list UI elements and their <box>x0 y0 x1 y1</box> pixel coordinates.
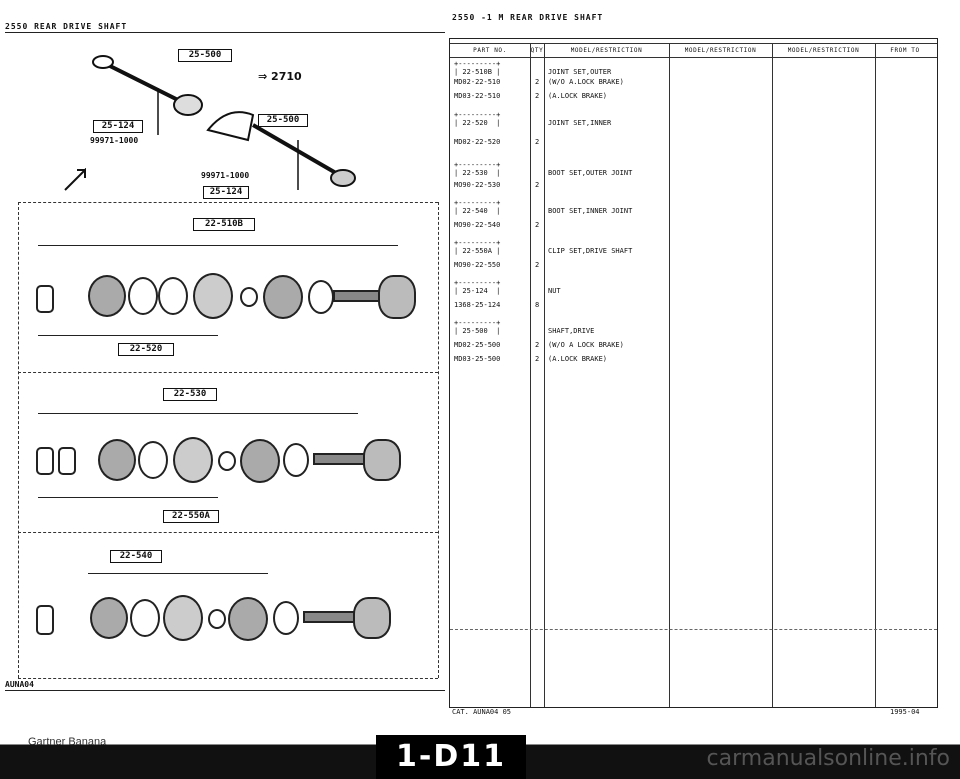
page-tab: 1-D11 <box>376 735 526 779</box>
col-model-1: MODEL/RESTRICTION <box>570 47 643 54</box>
catalog-code: CAT. AUNA04 05 <box>452 708 512 716</box>
section1-top-dash <box>18 202 438 203</box>
col-from-to: FROM TO <box>890 47 920 54</box>
footer-left-label: Gartner Banana <box>28 736 107 748</box>
diagram-left-dash <box>18 202 19 678</box>
callout-22-550a: 22-550A <box>163 510 219 523</box>
callout-right-500: 25-500 <box>258 114 308 127</box>
table-cell-qty: 2 <box>535 138 540 146</box>
table-cell-desc: (A.LOCK BRAKE) <box>548 92 608 100</box>
table-cell-qty: 2 <box>535 181 540 189</box>
left-page-header: 2550 REAR DRIVE SHAFT <box>5 22 128 31</box>
callout-22-510b: 22-510B <box>193 218 255 231</box>
table-row: | 22-550A | <box>454 247 501 255</box>
table-cell-qty: 2 <box>535 261 540 269</box>
table-cell-qty: 2 <box>535 221 540 229</box>
table-cell-qty: 8 <box>535 301 540 309</box>
table-cell-qty: 2 <box>535 341 540 349</box>
table-cell-qty: 2 <box>535 78 540 86</box>
table-cell-desc: BOOT SET,OUTER JOINT <box>548 169 633 177</box>
section2-top-dash <box>18 372 438 373</box>
table-cell-desc: SHAFT,DRIVE <box>548 327 595 335</box>
table-cell-qty: 2 <box>535 92 540 100</box>
table-cell-desc: (A.LOCK BRAKE) <box>548 355 608 363</box>
table-row: | 25-124 | <box>454 287 501 295</box>
callout-top-shaft: 25-500 <box>178 49 232 62</box>
col-model-2: MODEL/RESTRICTION <box>684 47 757 54</box>
table-row: +---------+ <box>454 199 501 207</box>
table-cell-desc: JOINT SET,INNER <box>548 119 612 127</box>
shaft-illustration <box>92 55 356 190</box>
table-cell-part: MO90-22-530 <box>454 181 501 189</box>
section3-bottom-dash <box>18 678 438 679</box>
table-cell-part: MD02-22-510 <box>454 78 501 86</box>
table-cell-qty: 2 <box>535 355 540 363</box>
table-row: +---------+ <box>454 111 501 119</box>
section1-exploded-parts <box>28 235 428 365</box>
col-part-no: PART NO. <box>473 47 507 54</box>
section2-exploded-parts <box>28 405 428 515</box>
left-code: 99971-1000 <box>90 136 139 145</box>
section3-exploded-parts <box>28 565 428 665</box>
table-cell-part: MD03-25-500 <box>454 355 501 363</box>
table-cell-part: MO90-22-540 <box>454 221 501 229</box>
table-cell-desc: JOINT SET,OUTER <box>548 68 612 76</box>
table-row: | 22-530 | <box>454 169 501 177</box>
fwd-arrow-icon <box>63 167 87 192</box>
callout-mid-124: 25-124 <box>203 186 249 199</box>
table-cell-part: MD02-22-520 <box>454 138 501 146</box>
bottom-rule-left <box>5 690 445 691</box>
callout-22-530: 22-530 <box>163 388 217 401</box>
table-cell-part: MD02-25-500 <box>454 341 501 349</box>
table-row: +---------+ <box>454 279 501 287</box>
date-code: 1995-04 <box>890 708 920 716</box>
table-row: | 22-540 | <box>454 207 501 215</box>
table-cell-part: 1368-25-124 <box>454 301 501 309</box>
parts-diagram: 25-500 ⇒ 2710 25-124 99971-1000 25-500 9… <box>18 40 439 680</box>
table-cell-part: MO90-22-550 <box>454 261 501 269</box>
table-cell-desc: CLIP SET,DRIVE SHAFT <box>548 247 633 255</box>
parts-table: PART NO. QTY MODEL/RESTRICTION MODEL/RES… <box>449 38 938 708</box>
ref-2710: ⇒ 2710 <box>258 70 302 83</box>
table-row: | 25-500 | <box>454 327 501 335</box>
diagram-right-dash <box>438 202 439 678</box>
table-row: +---------+ <box>454 319 501 327</box>
callout-left-124: 25-124 <box>93 120 143 133</box>
header-rule <box>5 32 445 33</box>
table-row: | 22-510B | <box>454 68 501 76</box>
table-cell-part: MD03-22-510 <box>454 92 501 100</box>
table-row: +---------+ <box>454 239 501 247</box>
col-qty: QTY <box>530 47 544 54</box>
right-page-header: 2550 -1 M REAR DRIVE SHAFT <box>452 13 604 22</box>
table-cell-desc: (W/O A.LOCK BRAKE) <box>548 78 624 86</box>
table-row: +---------+ <box>454 60 501 68</box>
callout-22-520: 22-520 <box>118 343 174 356</box>
table-row: +---------+ <box>454 161 501 169</box>
aux-code: AUNA04 <box>5 680 34 689</box>
table-row: | 22-520 | <box>454 119 501 127</box>
table-cell-desc: NUT <box>548 287 561 295</box>
table-cell-desc: (W/O A LOCK BRAKE) <box>548 341 624 349</box>
section3-top-dash <box>18 532 438 533</box>
mid-code: 99971-1000 <box>201 171 250 180</box>
table-cell-desc: BOOT SET,INNER JOINT <box>548 207 633 215</box>
callout-22-540: 22-540 <box>110 550 162 563</box>
watermark: carmanualsonline.info <box>706 746 950 771</box>
col-model-3: MODEL/RESTRICTION <box>787 47 860 54</box>
